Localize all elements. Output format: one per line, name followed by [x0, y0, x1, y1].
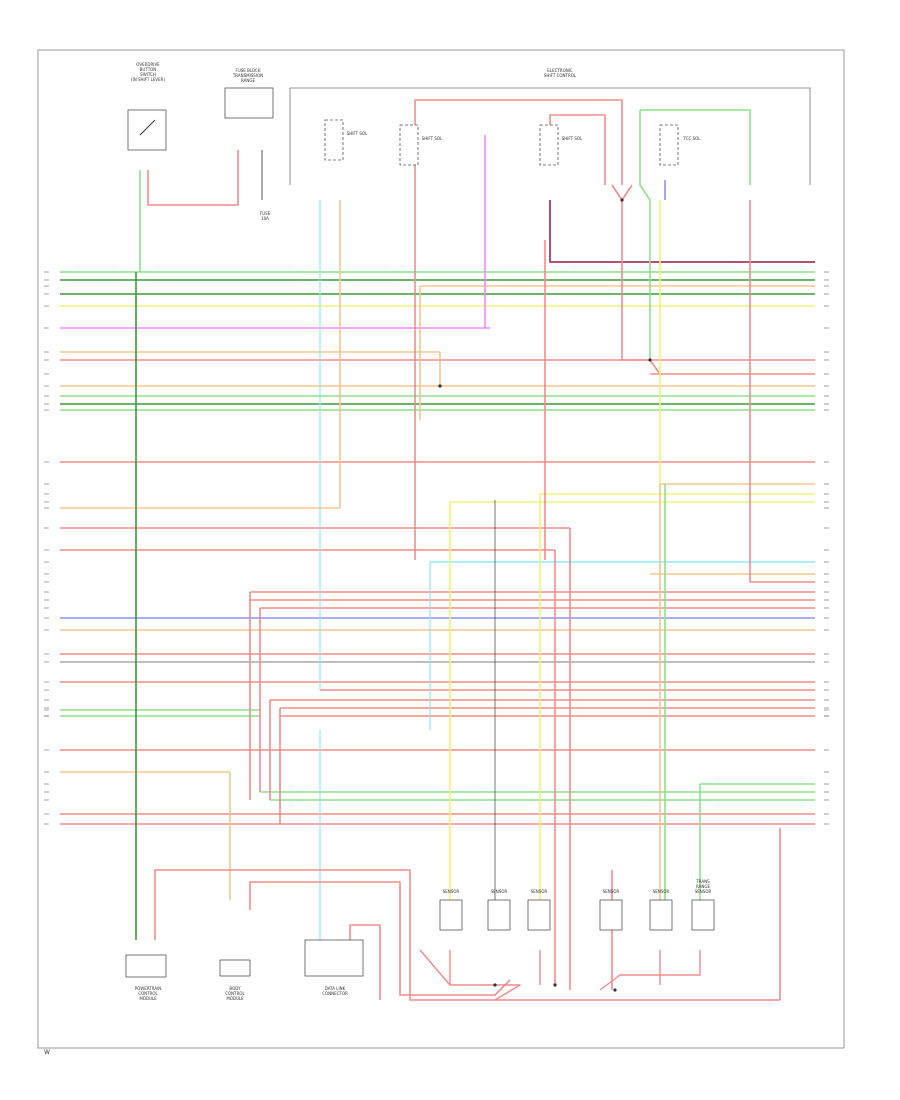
wire: [640, 109, 751, 185]
solenoid-label-2: SHIFT SOL: [422, 136, 443, 141]
splice-dot: [648, 358, 652, 362]
sensor-2: [487, 899, 511, 931]
sensor-3: [527, 899, 551, 931]
sensor-label-5: SENSOR: [653, 889, 670, 894]
wires: [60, 99, 815, 1001]
wire: [639, 110, 651, 360]
diagram-frame: [37, 49, 845, 1049]
components: [125, 87, 811, 978]
wire: [549, 114, 606, 185]
wire: [599, 950, 701, 991]
transmission-outline: [289, 87, 811, 185]
solenoid-1: [324, 119, 344, 161]
footer-code: W: [44, 1049, 50, 1056]
sensor-label-3: SENSOR: [531, 889, 548, 894]
splice-dot: [493, 983, 497, 987]
solenoid-2: [399, 124, 419, 166]
splice-dot: [553, 983, 557, 987]
sensor-1: [439, 899, 463, 931]
solenoid-3: [539, 124, 559, 166]
splice-dot: [438, 384, 442, 388]
wire: [249, 881, 511, 996]
pcm-body: [125, 954, 167, 978]
sensor-label-2: SENSOR: [491, 889, 508, 894]
fuse-block-body: [224, 87, 274, 119]
splice-dot: [613, 988, 617, 992]
sensor-4: [599, 899, 623, 931]
wire: [154, 869, 780, 1001]
solenoid-label-3: SHIFT SOL: [562, 136, 583, 141]
sensor-5: [649, 899, 673, 931]
bcm-body: [219, 959, 251, 977]
splice-dot: [620, 198, 624, 202]
wire: [611, 184, 633, 201]
solenoid-4: [659, 124, 679, 166]
sensor-label-1: SENSOR: [443, 889, 460, 894]
wire: [549, 200, 815, 263]
sensor-6: [691, 899, 715, 931]
overdrive-switch-body: [127, 109, 167, 151]
sensor-label-4: SENSOR: [603, 889, 620, 894]
switch-contact: [139, 119, 156, 136]
solenoid-label-1: SHIFT SOL: [347, 131, 368, 136]
data-link-body: [304, 939, 364, 977]
wire: [621, 200, 661, 375]
wire: [419, 949, 521, 1001]
wire: [414, 99, 623, 185]
wire: [147, 150, 239, 206]
wire: [349, 924, 381, 1000]
solenoid-label-4: TCC SOL: [683, 136, 702, 141]
